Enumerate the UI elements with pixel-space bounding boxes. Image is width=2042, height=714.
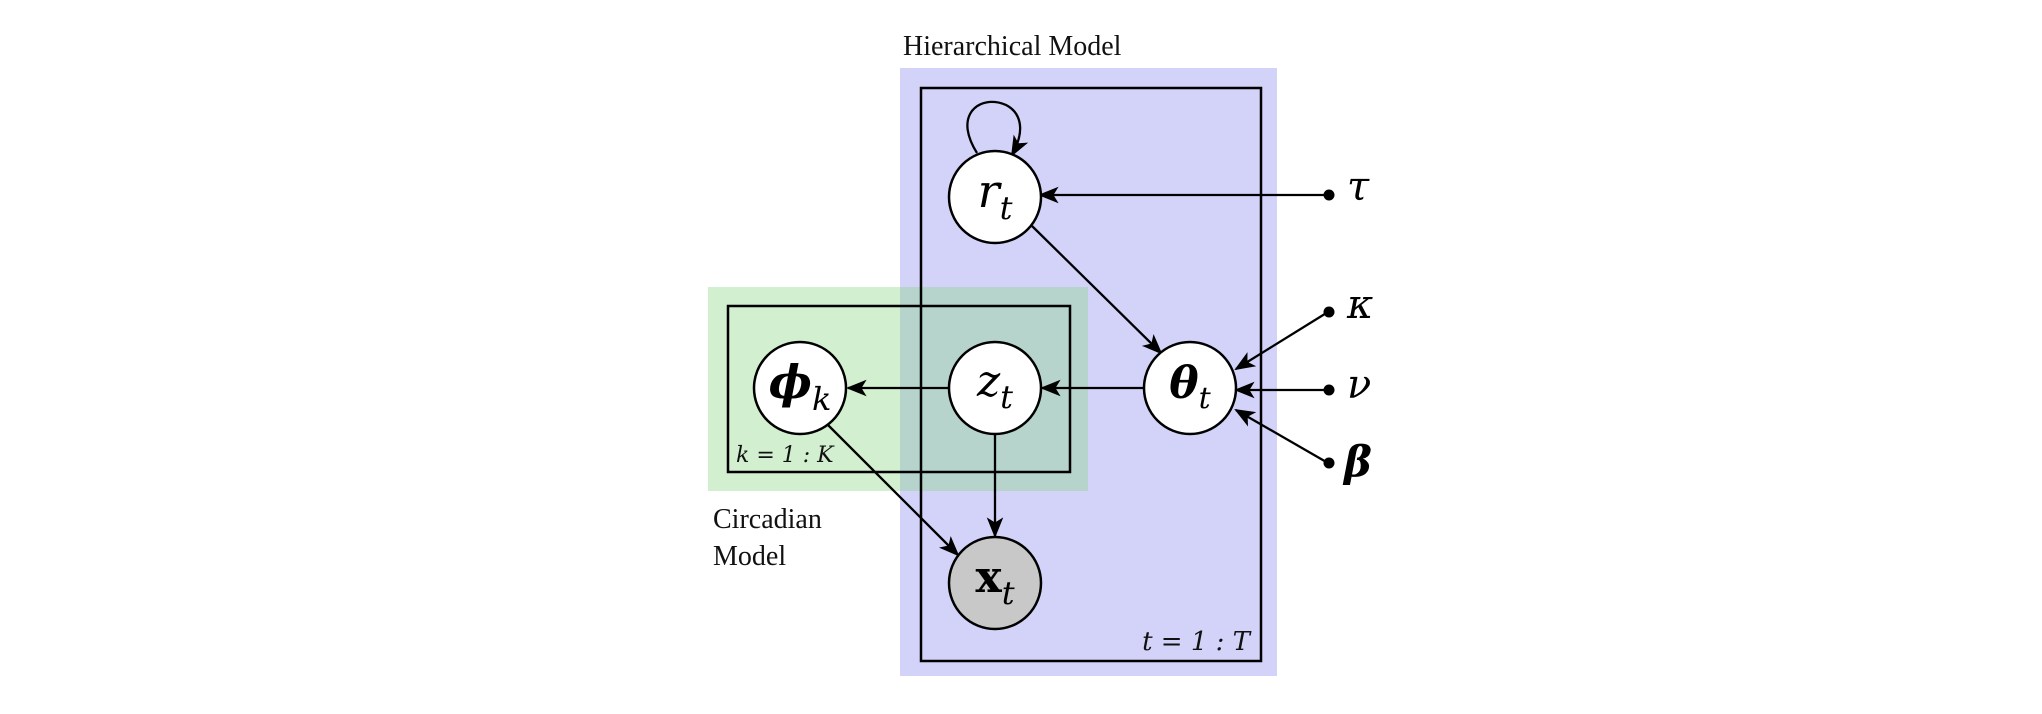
circadian-model-title-line1: Circadian [713, 504, 822, 535]
node-phi-circle [752, 340, 848, 436]
svg-text:xt: xt [975, 552, 1014, 612]
node-x-circle [947, 535, 1043, 631]
node-z-symbol: z [976, 356, 1001, 407]
svg-text:ϕk: ϕk [769, 355, 832, 418]
node-z-subscript: t [1000, 378, 1013, 416]
node-theta-symbol: θ [1169, 358, 1199, 409]
hierarchical-model-title: Hierarchical Model [903, 31, 1122, 62]
edge-beta-to-theta [1234, 408, 1329, 464]
svg-text:zt: zt [976, 356, 1013, 416]
beta-dot [1323, 457, 1335, 469]
edge-r-self-loop [966, 100, 1029, 157]
node-theta-circle [1142, 340, 1238, 436]
node-z: zt [947, 340, 1043, 436]
svg-text:θt: θt [1169, 358, 1211, 416]
node-theta: θt [1142, 340, 1238, 436]
node-x-subscript: t [1002, 574, 1015, 612]
beta-label: β [1342, 437, 1372, 486]
node-phi-symbol: ϕ [769, 355, 812, 409]
plate-t-label: t = 1 : T [1142, 627, 1252, 657]
nu-dot [1323, 384, 1335, 396]
node-phi: ϕk [752, 340, 848, 436]
kappa-dot [1323, 306, 1335, 318]
edge-phi-to-x [825, 422, 960, 557]
node-r-circle [947, 149, 1043, 245]
node-x-symbol: x [975, 552, 1002, 603]
node-z-circle [947, 340, 1043, 436]
circadian-model-title-line2: Model [713, 541, 786, 572]
edge-kappa-to-theta [1234, 311, 1329, 371]
node-x: xt [947, 535, 1043, 631]
node-r: rt [947, 149, 1043, 245]
tau-dot [1323, 189, 1335, 201]
edge-r-to-theta [1031, 225, 1163, 355]
node-r-symbol: r [978, 164, 1003, 218]
node-phi-subscript: k [812, 380, 831, 418]
tau-label: τ [1347, 164, 1370, 210]
nu-label: ν [1347, 362, 1371, 408]
edges [825, 100, 1329, 557]
kappa-label: κ [1346, 282, 1373, 328]
plate-k-label: k = 1 : K [736, 443, 835, 468]
plate-t [919, 86, 1263, 663]
svg-text:rt: rt [978, 164, 1013, 227]
node-r-subscript: t [1000, 189, 1013, 227]
node-theta-subscript: t [1199, 381, 1212, 416]
